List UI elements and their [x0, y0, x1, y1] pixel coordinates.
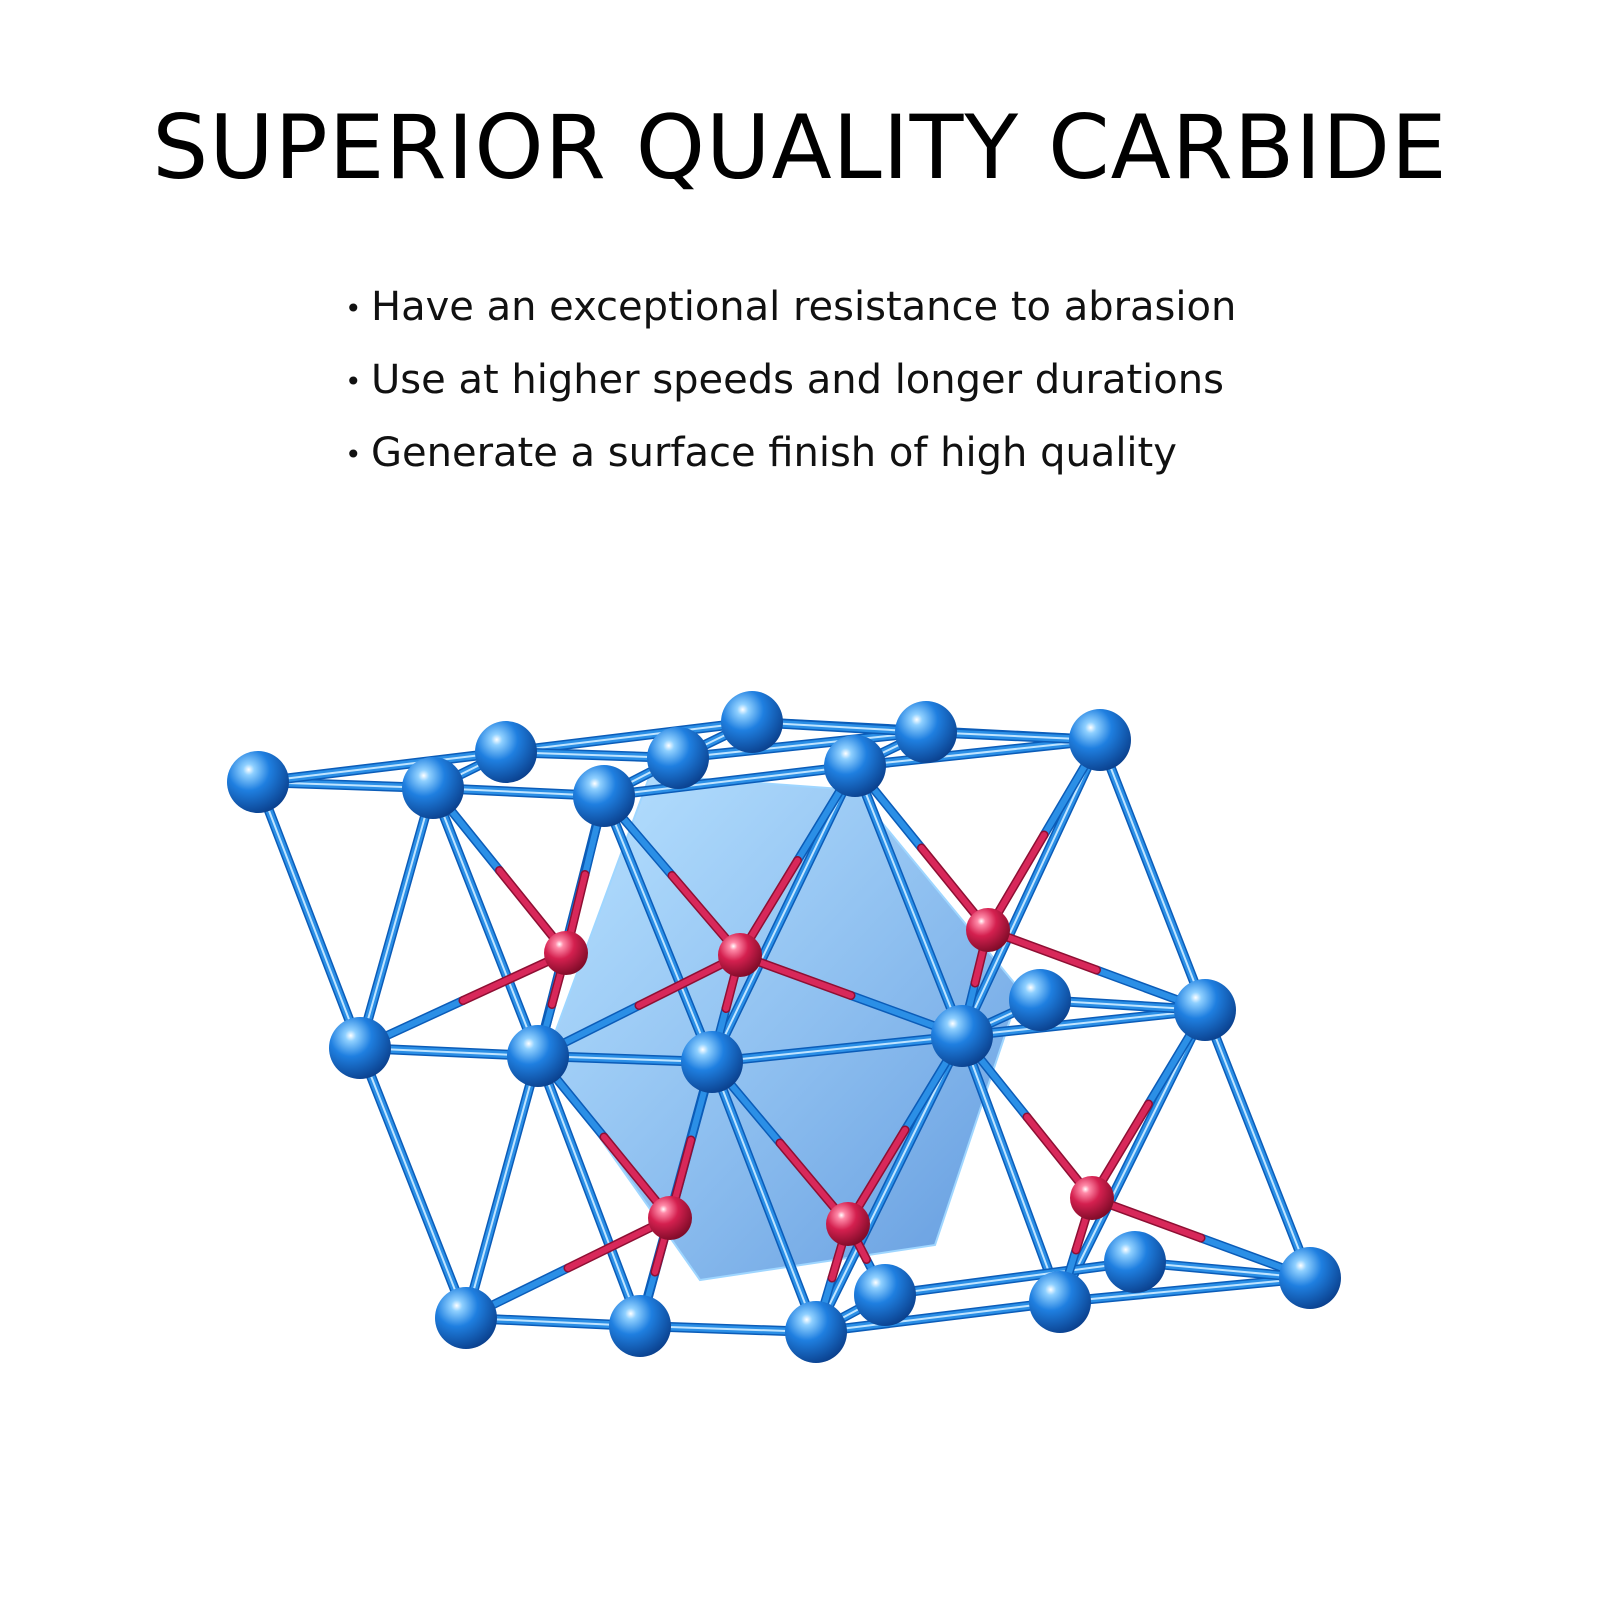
bullet-icon: • — [345, 365, 362, 398]
bond — [465, 1055, 539, 1319]
bond — [884, 1261, 1136, 1296]
feature-item: • Use at higher speeds and longer duratio… — [345, 355, 1236, 428]
feature-list: • Have an exceptional resistance to abras… — [345, 282, 1236, 501]
bond — [1099, 739, 1206, 1011]
carbon-atom — [718, 933, 762, 977]
tungsten-atom — [895, 701, 957, 763]
bond — [603, 765, 856, 797]
tungsten-atom — [854, 1264, 916, 1326]
bullet-icon: • — [345, 438, 362, 471]
bond — [505, 721, 753, 753]
tungsten-atom — [1009, 969, 1071, 1031]
tungsten-atom — [475, 721, 537, 783]
bond — [961, 739, 1101, 1037]
carbon-atom — [826, 1202, 870, 1246]
bond — [815, 1301, 1061, 1333]
bond — [677, 731, 927, 759]
tungsten-atom — [647, 727, 709, 789]
tungsten-atom — [609, 1295, 671, 1357]
bond — [854, 739, 1101, 767]
tungsten-atom — [573, 765, 635, 827]
bond — [603, 795, 713, 1063]
bond — [711, 765, 856, 1063]
bond — [257, 781, 361, 1049]
tungsten-atom — [681, 1031, 743, 1093]
carbon-atom — [966, 908, 1010, 952]
tungsten-atom — [785, 1301, 847, 1363]
bond — [537, 1055, 641, 1327]
bond — [961, 1035, 1061, 1303]
tungsten-atom — [329, 1017, 391, 1079]
tungsten-atom — [931, 1005, 993, 1067]
tungsten-atom — [1279, 1247, 1341, 1309]
tungsten-atom — [227, 751, 289, 813]
bond — [359, 1047, 467, 1319]
feature-item: • Have an exceptional resistance to abras… — [345, 282, 1236, 355]
bond — [359, 787, 434, 1049]
bond — [711, 1061, 817, 1333]
feature-item: • Generate a surface finish of high quali… — [345, 428, 1236, 501]
bullet-icon: • — [345, 292, 362, 325]
bond — [432, 787, 539, 1057]
bond — [961, 1009, 1206, 1037]
carbon-atom — [544, 931, 588, 975]
tungsten-atom — [721, 691, 783, 753]
tungsten-atom — [507, 1025, 569, 1087]
tungsten-atom — [824, 735, 886, 797]
carbon-atom — [648, 1196, 692, 1240]
carbon-atom — [1070, 1176, 1114, 1220]
feature-text: Generate a surface finish of high qualit… — [371, 430, 1177, 476]
bond — [1204, 1009, 1311, 1279]
tungsten-atom — [1104, 1231, 1166, 1293]
atom-layer — [227, 691, 1341, 1363]
bond — [711, 1035, 963, 1063]
page-title: SUPERIOR QUALITY CARBIDE — [152, 96, 1448, 199]
bond — [815, 1035, 963, 1333]
tungsten-atom — [1174, 979, 1236, 1041]
tungsten-atom — [1069, 709, 1131, 771]
bond — [257, 751, 507, 783]
bond — [854, 765, 963, 1037]
bond — [1059, 1277, 1311, 1303]
tungsten-atom — [435, 1287, 497, 1349]
feature-text: Use at higher speeds and longer duration… — [371, 357, 1224, 403]
tungsten-atom — [402, 757, 464, 819]
crystal-lattice-illustration — [227, 691, 1341, 1363]
feature-text: Have an exceptional resistance to abrasi… — [371, 284, 1237, 330]
tungsten-atom — [1029, 1271, 1091, 1333]
